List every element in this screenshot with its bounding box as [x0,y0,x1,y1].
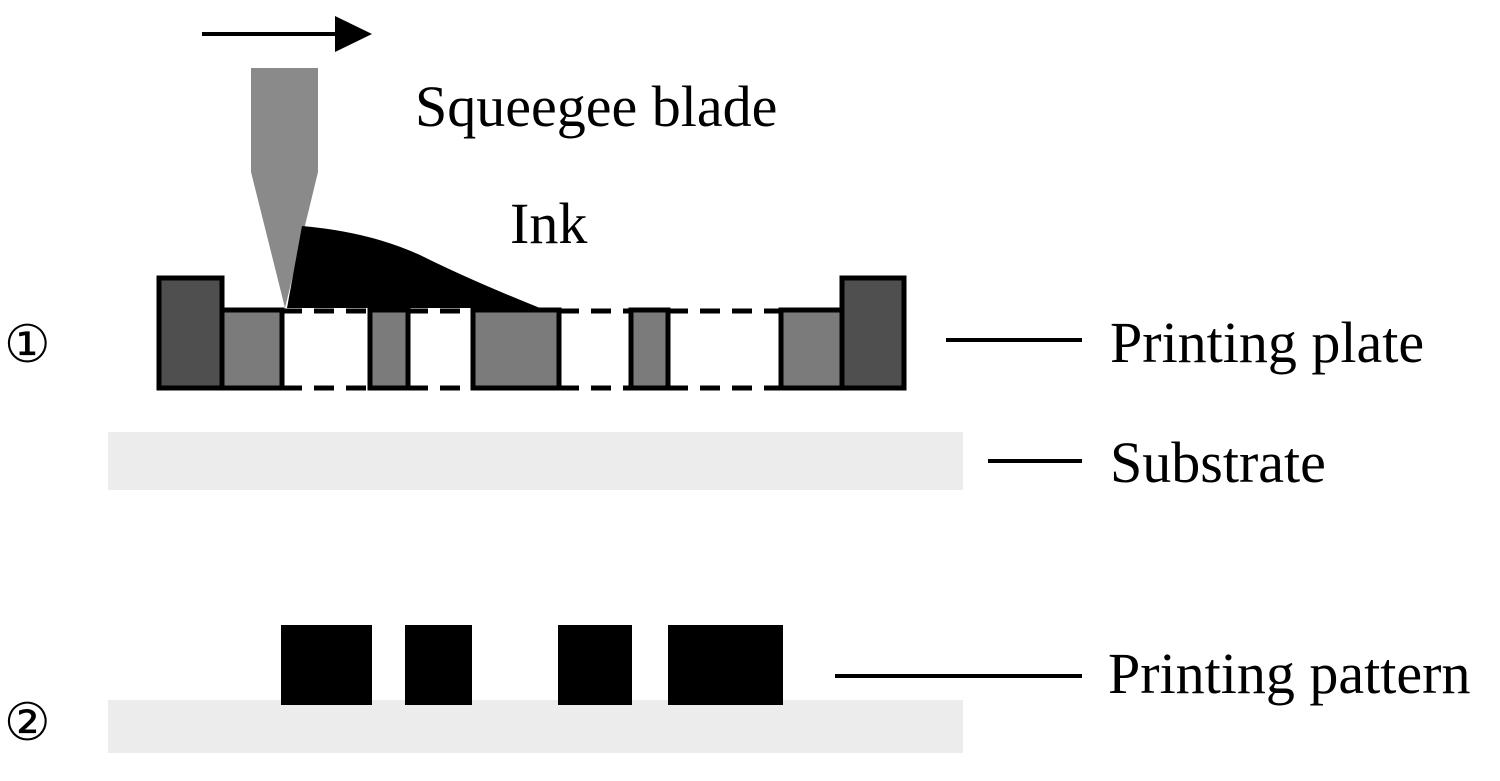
pattern-block [405,625,472,705]
squeegee-blade [251,68,318,308]
label-squeegee-blade: Squeegee blade [415,74,777,139]
plate-block [470,307,562,391]
plate-block [367,307,411,391]
label-printing-pattern: Printing pattern [1108,641,1470,706]
substrate [108,432,963,490]
printing-plate [156,275,907,391]
ink [287,226,540,308]
leader-lines [835,338,1082,678]
plate-block [219,307,285,391]
label-ink: Ink [510,191,587,256]
plate-block [628,307,671,391]
pattern-block [281,625,372,705]
step-2-marker: ② [4,693,51,753]
plate-frame-right [839,275,907,391]
plate-openings [282,308,781,391]
label-substrate: Substrate [1110,430,1326,495]
printing-pattern [281,625,783,705]
plate-frame-left [156,275,225,391]
substrate-step2 [108,700,963,753]
pattern-block [558,625,632,705]
pattern-block [668,625,783,705]
step-1-marker: ① [4,315,51,375]
plate-block [778,307,845,391]
right-arrow-icon [202,16,372,52]
label-printing-plate: Printing plate [1110,310,1424,375]
